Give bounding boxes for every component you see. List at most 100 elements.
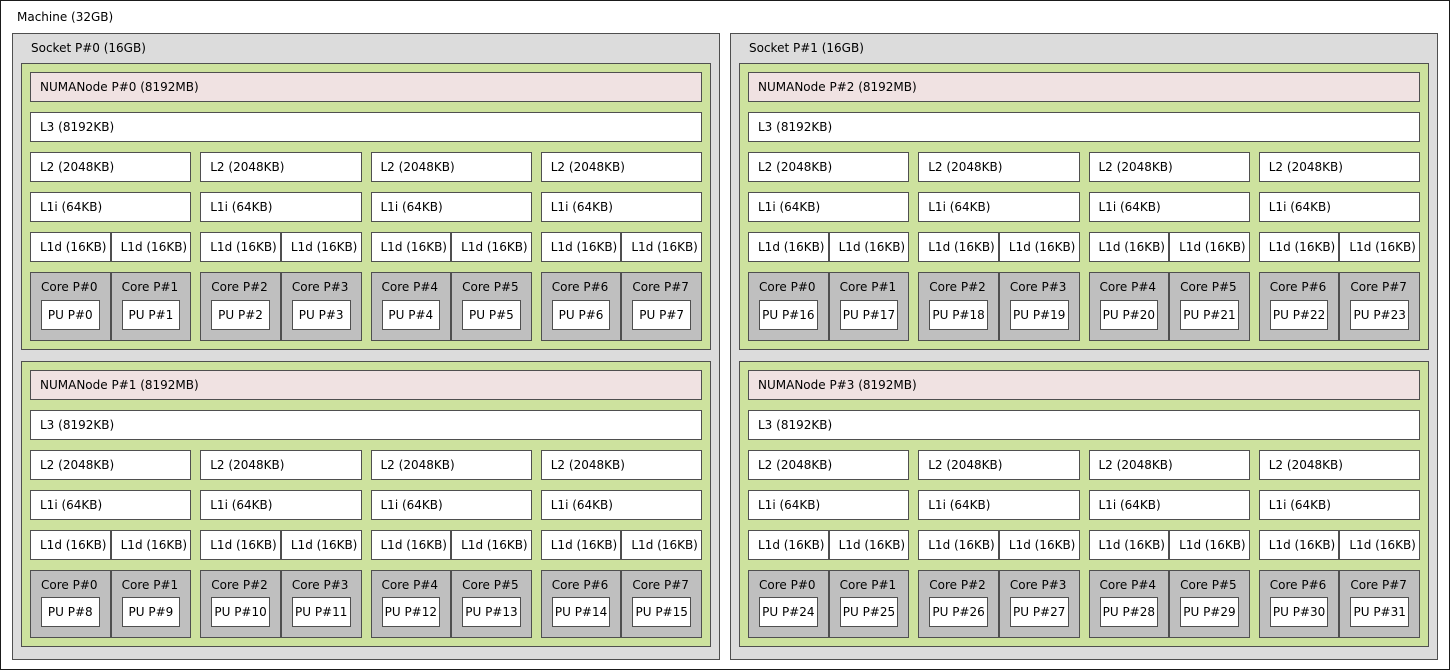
pu-box: PU P#13 (462, 597, 521, 627)
l2-cache-row: L2 (2048KB)L2 (2048KB)L2 (2048KB)L2 (204… (748, 152, 1420, 182)
pu-box: PU P#16 (759, 299, 818, 330)
l2-cache-box: L2 (2048KB) (30, 449, 192, 480)
l1i-cache-box: L1i (64KB) (748, 489, 910, 520)
core-label: Core P#0 (41, 578, 98, 592)
core-label: Core P#2 (211, 281, 268, 294)
l1d-cache-box: L1d (16KB) (918, 232, 999, 262)
l1i-cache-box: L1i (64KB) (1088, 489, 1250, 520)
core-pair: Core P#2 PU P#18 Core P#3 PU P#19 (918, 272, 1080, 341)
l1i-cache-box: L1i (64KB) (1258, 192, 1420, 222)
l3-cache-box: L3 (8192KB) (30, 112, 702, 142)
pu-box: PU P#22 (1269, 299, 1329, 330)
l1d-cache-box: L1d (16KB) (110, 232, 192, 262)
l1d-cache-pair: L1d (16KB)L1d (16KB) (918, 232, 1080, 262)
pu-box: PU P#25 (839, 597, 899, 627)
core-label: Core P#6 (1269, 281, 1327, 294)
pu-box: PU P#24 (759, 597, 818, 627)
pu-box: PU P#0 (41, 299, 100, 330)
l1i-cache-box: L1i (64KB) (1088, 192, 1250, 222)
core-box: Core P#0 PU P#8 (30, 569, 111, 638)
l1d-cache-box: L1d (16KB) (1088, 529, 1170, 560)
core-pair: Core P#6 PU P#6 Core P#7 PU P#7 (540, 272, 702, 341)
l1d-cache-box: L1d (16KB) (30, 232, 111, 262)
core-box: Core P#2 PU P#18 (918, 272, 999, 341)
l1i-cache-box: L1i (64KB) (370, 192, 532, 222)
l2-cache-box: L2 (2048KB) (30, 152, 192, 182)
core-row: Core P#0 PU P#0 Core P#1 PU P#1 Core P#2… (30, 272, 702, 341)
l1d-cache-box: L1d (16KB) (280, 529, 362, 560)
core-box: Core P#4 PU P#28 (1088, 569, 1170, 638)
core-label: Core P#2 (929, 578, 986, 592)
l2-cache-box: L2 (2048KB) (918, 152, 1080, 182)
core-row: Core P#0 PU P#16 Core P#1 PU P#17 Core P… (748, 272, 1420, 341)
pu-box: PU P#11 (291, 597, 351, 627)
core-label: Core P#1 (839, 578, 897, 592)
l2-cache-box: L2 (2048KB) (748, 449, 910, 480)
l1d-cache-box: L1d (16KB) (370, 232, 452, 262)
l2-cache-box: L2 (2048KB) (1088, 449, 1250, 480)
core-box: Core P#5 PU P#21 (1169, 272, 1250, 341)
l3-cache-box: L3 (8192KB) (30, 409, 702, 440)
pu-box: PU P#5 (462, 299, 521, 330)
l1d-cache-pair: L1d (16KB)L1d (16KB) (1258, 529, 1420, 560)
l1d-cache-box: L1d (16KB) (451, 232, 532, 262)
l1d-cache-box: L1d (16KB) (1339, 529, 1420, 560)
pu-box: PU P#2 (211, 299, 270, 330)
pu-box: PU P#6 (551, 299, 611, 330)
l2-cache-row: L2 (2048KB)L2 (2048KB)L2 (2048KB)L2 (204… (30, 152, 702, 182)
core-box: Core P#4 PU P#12 (370, 569, 452, 638)
socket-label: Socket P#1 (16GB) (749, 41, 864, 55)
l2-cache-box: L2 (2048KB) (370, 152, 532, 182)
core-label: Core P#0 (759, 578, 816, 592)
l1i-cache-row: L1i (64KB)L1i (64KB)L1i (64KB)L1i (64KB) (748, 489, 1420, 520)
core-box: Core P#6 PU P#6 (540, 272, 622, 341)
core-label: Core P#7 (1350, 281, 1407, 294)
l1d-cache-box: L1d (16KB) (621, 232, 702, 262)
numanode-memory-label: NUMANode P#0 (8192MB) (30, 72, 702, 102)
l1d-cache-pair: L1d (16KB)L1d (16KB) (200, 232, 362, 262)
core-row: Core P#0 PU P#24 Core P#1 PU P#25 Core P… (748, 569, 1420, 638)
l3-cache-box: L3 (8192KB) (748, 112, 1420, 142)
core-label: Core P#1 (839, 281, 897, 294)
core-box: Core P#2 PU P#2 (200, 272, 281, 341)
pu-box: PU P#1 (121, 299, 181, 330)
core-label: Core P#6 (551, 578, 609, 592)
l1d-cache-box: L1d (16KB) (1169, 529, 1250, 560)
core-label: Core P#7 (632, 281, 689, 294)
l2-cache-box: L2 (2048KB) (370, 449, 532, 480)
l1i-cache-box: L1i (64KB) (540, 192, 702, 222)
pu-box: PU P#9 (121, 597, 181, 627)
l1d-cache-box: L1d (16KB) (1258, 232, 1340, 262)
core-label: Core P#3 (1009, 578, 1067, 592)
core-label: Core P#5 (1180, 578, 1237, 592)
l1i-cache-row: L1i (64KB)L1i (64KB)L1i (64KB)L1i (64KB) (30, 192, 702, 222)
pu-box: PU P#15 (632, 597, 691, 627)
l1i-cache-box: L1i (64KB) (30, 489, 192, 520)
core-box: Core P#3 PU P#11 (280, 569, 362, 638)
l1d-cache-box: L1d (16KB) (1258, 529, 1340, 560)
core-pair: Core P#4 PU P#28 Core P#5 PU P#29 (1088, 569, 1250, 638)
core-label: Core P#3 (291, 578, 349, 592)
l1d-cache-box: L1d (16KB) (200, 529, 281, 560)
numanode-box: NUMANode P#3 (8192MB) L3 (8192KB) L2 (20… (739, 360, 1429, 647)
l1d-cache-box: L1d (16KB) (30, 529, 111, 560)
l1i-cache-box: L1i (64KB) (540, 489, 702, 520)
pu-box: PU P#20 (1099, 299, 1159, 330)
l2-cache-box: L2 (2048KB) (540, 449, 702, 480)
pu-box: PU P#31 (1350, 597, 1409, 627)
l1d-cache-box: L1d (16KB) (998, 529, 1080, 560)
core-pair: Core P#4 PU P#4 Core P#5 PU P#5 (370, 272, 532, 341)
l1d-cache-row: L1d (16KB)L1d (16KB)L1d (16KB)L1d (16KB)… (30, 529, 702, 560)
l2-cache-box: L2 (2048KB) (1258, 449, 1420, 480)
core-label: Core P#1 (121, 578, 179, 592)
pu-box: PU P#26 (929, 597, 988, 627)
core-box: Core P#7 PU P#31 (1339, 569, 1420, 638)
core-label: Core P#5 (462, 281, 519, 294)
l2-cache-box: L2 (2048KB) (1258, 152, 1420, 182)
l1d-cache-pair: L1d (16KB)L1d (16KB) (1258, 232, 1420, 262)
l1d-cache-box: L1d (16KB) (748, 529, 829, 560)
socket-box: Socket P#0 (16GB) NUMANode P#0 (8192MB) … (12, 33, 720, 660)
core-label: Core P#4 (1099, 578, 1157, 592)
core-pair: Core P#4 PU P#20 Core P#5 PU P#21 (1088, 272, 1250, 341)
